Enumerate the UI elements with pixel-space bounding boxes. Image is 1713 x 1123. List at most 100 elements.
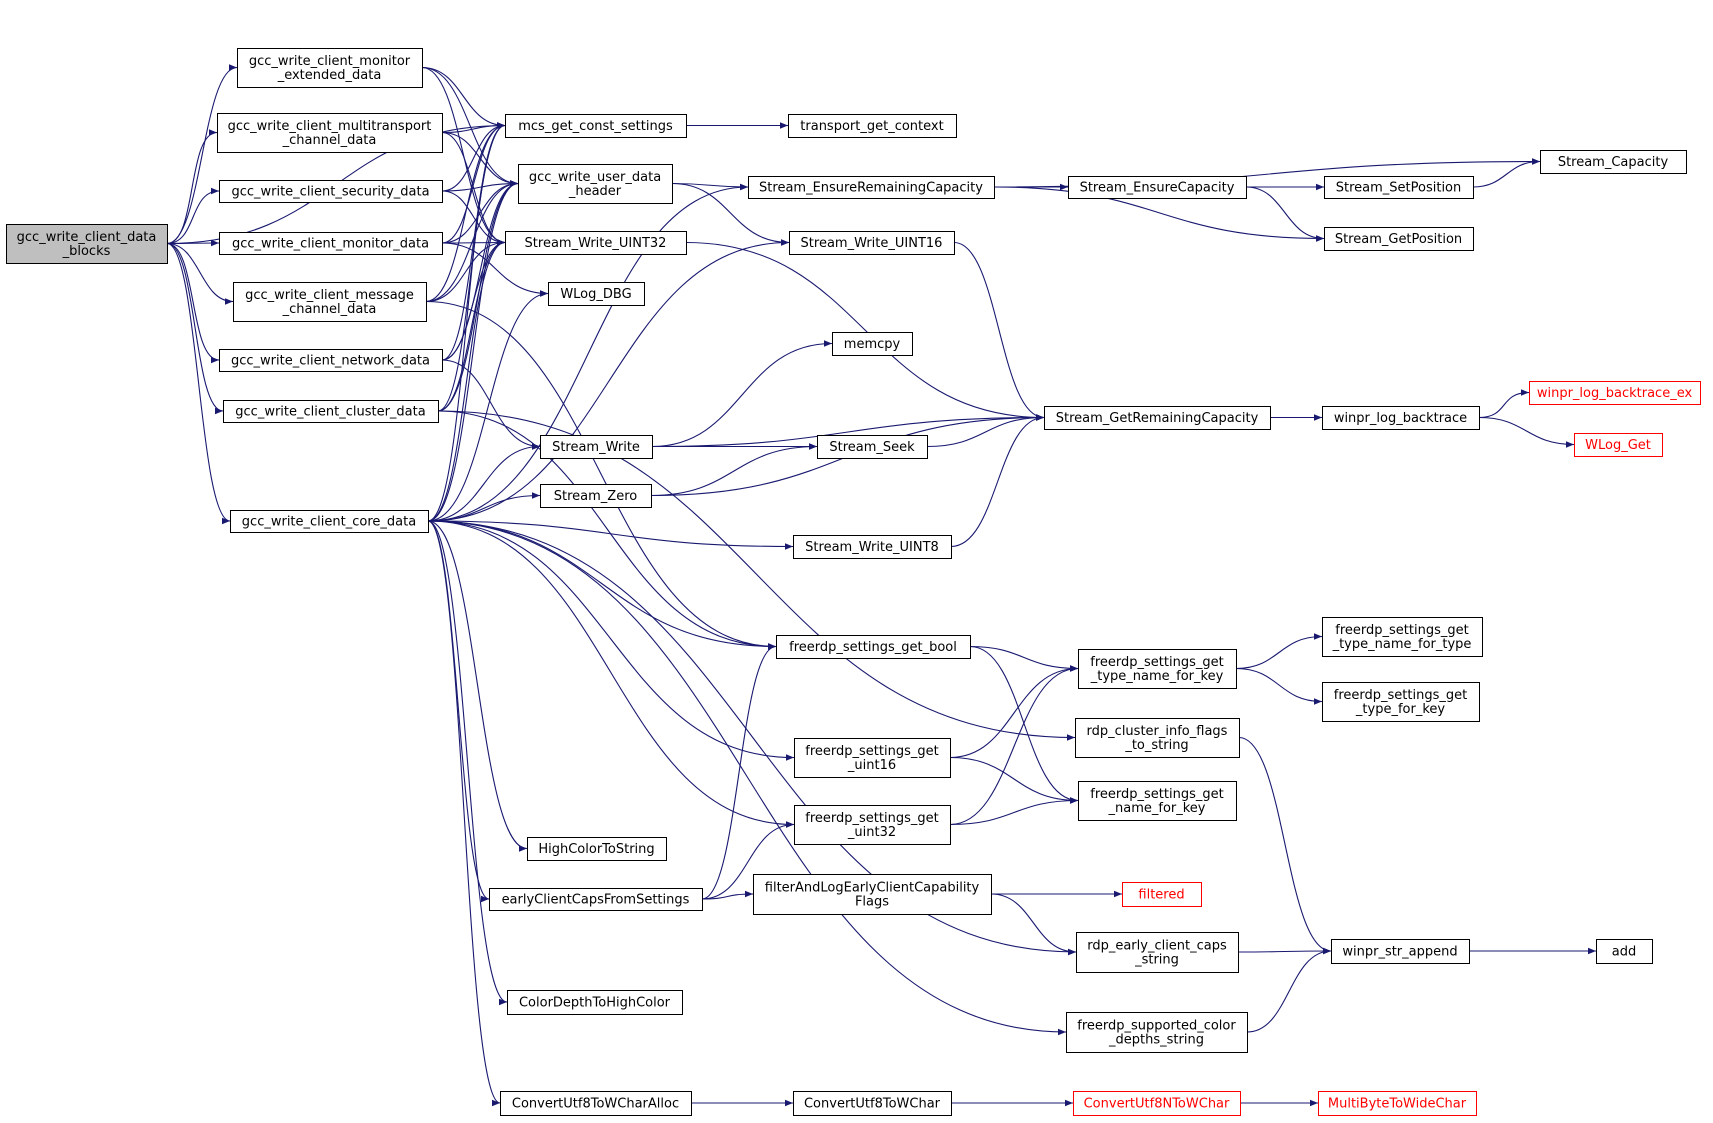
node-wuint8[interactable]: Stream_Write_UINT8 bbox=[793, 535, 952, 559]
node-earlystr[interactable]: rdp_early_client_caps_string bbox=[1076, 932, 1239, 973]
node-message[interactable]: gcc_write_client_message_channel_data bbox=[233, 282, 427, 322]
node-convalloc[interactable]: ConvertUtf8ToWCharAlloc bbox=[500, 1091, 692, 1116]
node-getbool[interactable]: freerdp_settings_get_bool bbox=[776, 635, 971, 659]
node-security[interactable]: gcc_write_client_security_data bbox=[219, 180, 443, 203]
edge-wuint8-to-getrem bbox=[950, 414, 1045, 548]
node-szero[interactable]: Stream_Zero bbox=[540, 484, 652, 508]
node-label: _type_for_key bbox=[1355, 702, 1445, 717]
node-getpos[interactable]: Stream_GetPosition bbox=[1324, 227, 1474, 251]
node-network[interactable]: gcc_write_client_network_data bbox=[219, 349, 443, 372]
edge-core-to-supported bbox=[427, 520, 1067, 1036]
node-namefor_key[interactable]: freerdp_settings_get_name_for_key bbox=[1078, 781, 1237, 821]
node-cluster[interactable]: gcc_write_client_cluster_data bbox=[223, 400, 439, 423]
node-sseek[interactable]: Stream_Seek bbox=[817, 435, 928, 459]
node-label: gcc_write_user_data bbox=[529, 170, 661, 185]
node-enscap[interactable]: Stream_EnsureCapacity bbox=[1068, 176, 1247, 199]
node-memcpy[interactable]: memcpy bbox=[832, 332, 913, 356]
node-monitor[interactable]: gcc_write_client_monitor_data bbox=[219, 232, 443, 255]
node-box bbox=[518, 164, 673, 204]
node-box bbox=[1596, 939, 1653, 964]
node-label: _depths_string bbox=[1108, 1033, 1204, 1048]
node-label: freerdp_settings_get bbox=[1090, 787, 1223, 802]
node-getuint32[interactable]: freerdp_settings_get_uint32 bbox=[794, 805, 951, 845]
edge-line bbox=[1478, 389, 1530, 419]
edge-line bbox=[926, 414, 1045, 448]
node-userhdr[interactable]: gcc_write_user_data_header bbox=[518, 164, 673, 204]
edge-earlystr-to-strappend bbox=[1237, 947, 1332, 955]
edge-line bbox=[1237, 947, 1332, 955]
node-clusterflags[interactable]: rdp_cluster_info_flags_to_string bbox=[1075, 718, 1240, 758]
node-earlycaps[interactable]: earlyClientCapsFromSettings bbox=[489, 888, 703, 911]
node-core[interactable]: gcc_write_client_core_data bbox=[230, 510, 429, 533]
node-typename_type[interactable]: freerdp_settings_get_type_name_for_type bbox=[1322, 617, 1483, 657]
node-box bbox=[753, 874, 992, 915]
node-label: _blocks bbox=[62, 244, 111, 259]
edge-line bbox=[651, 414, 1045, 448]
node-capacity[interactable]: Stream_Capacity bbox=[1540, 150, 1687, 174]
node-add[interactable]: add bbox=[1596, 939, 1653, 964]
edge-line bbox=[427, 183, 749, 522]
node-box bbox=[219, 180, 443, 203]
node-wlogdbg[interactable]: WLog_DBG bbox=[548, 282, 645, 306]
node-label: Stream_GetRemainingCapacity bbox=[1056, 411, 1259, 426]
node-multitransport[interactable]: gcc_write_client_multitransport_channel_… bbox=[217, 113, 443, 153]
node-box bbox=[817, 435, 928, 459]
edge-line bbox=[425, 300, 777, 650]
edge-core-to-colordepth bbox=[427, 520, 508, 1006]
node-setpos[interactable]: Stream_SetPosition bbox=[1324, 176, 1474, 199]
edge-root-to-mon_ext bbox=[166, 64, 238, 245]
edge-line bbox=[650, 443, 818, 497]
node-box bbox=[507, 990, 683, 1015]
edge-filterflags-to-earlystr bbox=[990, 893, 1077, 956]
node-backtrace_ex[interactable]: winpr_log_backtrace_ex bbox=[1529, 381, 1701, 405]
edge-line bbox=[166, 242, 231, 525]
node-mon_ext[interactable]: gcc_write_client_monitor_extended_data bbox=[237, 48, 423, 88]
node-box bbox=[1073, 1091, 1241, 1116]
edge-line bbox=[166, 242, 220, 364]
node-colordepth[interactable]: ColorDepthToHighColor bbox=[507, 990, 683, 1015]
node-label: transport_get_context bbox=[800, 119, 943, 134]
node-box bbox=[527, 837, 667, 861]
node-wlogget[interactable]: WLog_Get bbox=[1574, 433, 1663, 457]
edge-network-to-swrite bbox=[441, 359, 541, 450]
edge-swrite-to-memcpy bbox=[651, 340, 833, 448]
edge-message-to-wuint32 bbox=[425, 239, 506, 303]
node-box bbox=[489, 888, 703, 911]
node-ensrem[interactable]: Stream_EnsureRemainingCapacity bbox=[748, 176, 995, 199]
edge-message-to-mcs bbox=[425, 122, 506, 303]
edge-getuint32-to-typename_key bbox=[949, 665, 1079, 826]
node-box bbox=[1068, 176, 1247, 199]
node-mbtowc[interactable]: MultiByteToWideChar bbox=[1318, 1091, 1477, 1116]
edge-earlycaps-to-getuint32 bbox=[701, 821, 795, 900]
node-strappend[interactable]: winpr_str_append bbox=[1331, 939, 1470, 964]
node-label: Stream_EnsureRemainingCapacity bbox=[759, 181, 983, 196]
node-label: _header bbox=[568, 184, 622, 199]
node-backtrace[interactable]: winpr_log_backtrace bbox=[1322, 406, 1480, 430]
node-mcs[interactable]: mcs_get_const_settings bbox=[505, 114, 687, 138]
node-supported[interactable]: freerdp_supported_color_depths_string bbox=[1066, 1012, 1248, 1053]
edge-line bbox=[427, 180, 519, 522]
edge-core-to-highcolor bbox=[427, 520, 528, 852]
node-wuint32[interactable]: Stream_Write_UINT32 bbox=[505, 231, 687, 255]
node-convwchar[interactable]: ConvertUtf8ToWChar bbox=[793, 1091, 952, 1116]
node-getuint16[interactable]: freerdp_settings_get_uint16 bbox=[794, 738, 951, 778]
node-highcolor[interactable]: HighColorToString bbox=[527, 837, 667, 861]
node-box bbox=[1322, 406, 1480, 430]
node-typename_key[interactable]: freerdp_settings_get_type_name_for_key bbox=[1078, 649, 1237, 689]
node-convn[interactable]: ConvertUtf8NToWChar bbox=[1073, 1091, 1241, 1116]
node-root[interactable]: gcc_write_client_data_blocks bbox=[6, 224, 168, 264]
node-swrite[interactable]: Stream_Write bbox=[540, 435, 653, 459]
node-typefor_key[interactable]: freerdp_settings_get_type_for_key bbox=[1322, 682, 1480, 722]
edge-line bbox=[949, 665, 1079, 759]
node-label: filtered bbox=[1138, 888, 1184, 903]
node-wuint16[interactable]: Stream_Write_UINT16 bbox=[789, 231, 955, 255]
node-label: freerdp_settings_get bbox=[1090, 655, 1223, 670]
edge-mon_ext-to-userhdr bbox=[421, 66, 519, 187]
node-transport[interactable]: transport_get_context bbox=[788, 114, 957, 138]
node-label: Stream_EnsureCapacity bbox=[1080, 181, 1235, 196]
edge-network-to-wuint32 bbox=[441, 239, 506, 361]
node-filtered[interactable]: filtered bbox=[1122, 882, 1202, 907]
edge-line bbox=[949, 797, 1079, 826]
node-getrem[interactable]: Stream_GetRemainingCapacity bbox=[1044, 406, 1271, 430]
